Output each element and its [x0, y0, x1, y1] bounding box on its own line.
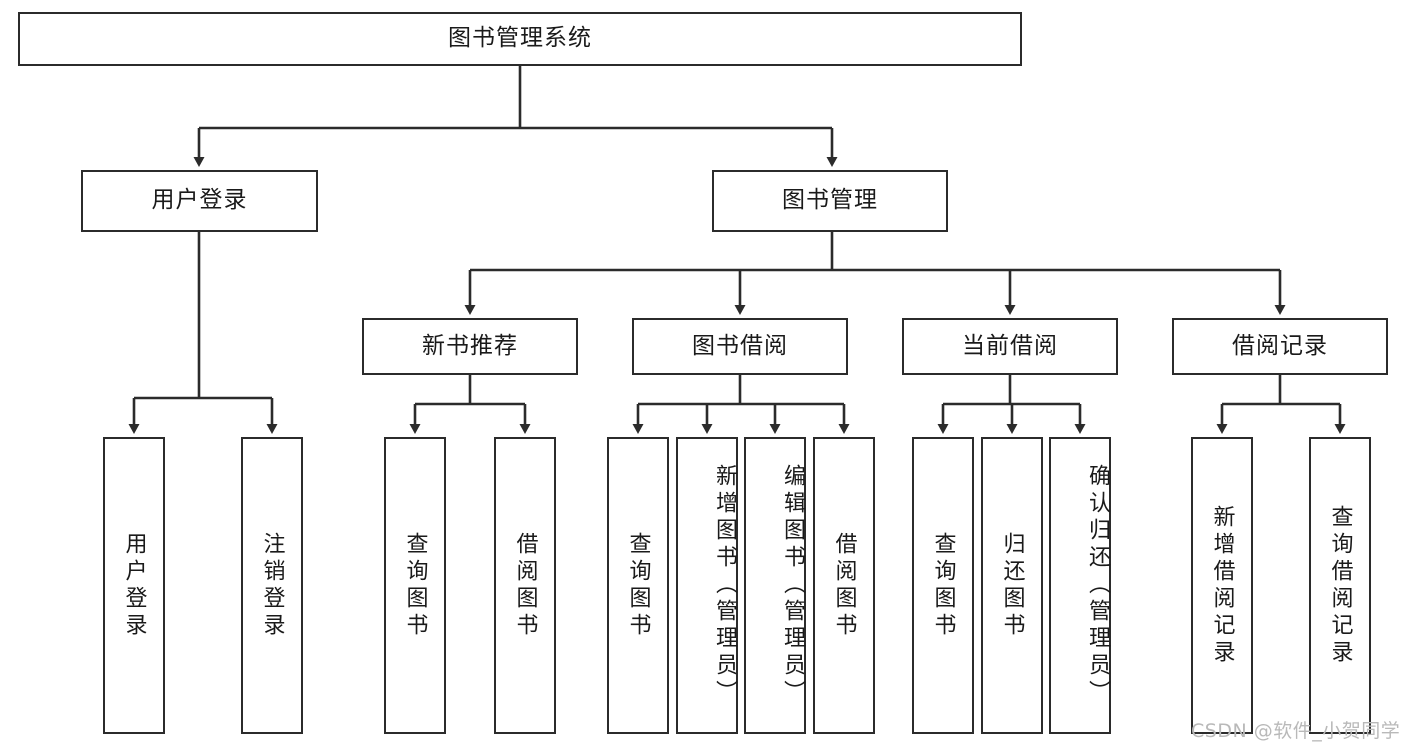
node-label: 查询借阅记录	[1327, 504, 1353, 667]
node-label: 归还图书	[999, 531, 1025, 640]
node-label: 用户登录	[151, 187, 248, 214]
node-borrowing-records[interactable]: 借阅记录	[1172, 318, 1388, 375]
node-label: 查询图书	[625, 531, 651, 640]
leaf-borrow-record-add-record[interactable]: 新增借阅记录	[1191, 437, 1253, 734]
leaf-user-login-login[interactable]: 用户登录	[103, 437, 165, 734]
leaf-current-borrow-query-books[interactable]: 查询图书	[912, 437, 974, 734]
node-label: 借阅图书	[512, 531, 538, 640]
node-root-book-management-system[interactable]: 图书管理系统	[18, 12, 1022, 66]
leaf-current-borrow-confirm-return-admin[interactable]: 确认归还（管理员）	[1049, 437, 1111, 734]
node-label: 确认归还（管理员）	[1085, 464, 1110, 707]
node-label: 图书管理系统	[448, 25, 592, 52]
node-label: 借阅记录	[1232, 332, 1328, 359]
node-label: 借阅图书	[831, 531, 857, 640]
watermark-text: CSDN @软件_小贺同学	[1191, 720, 1401, 742]
node-label: 当前借阅	[962, 332, 1058, 359]
node-label: 查询图书	[402, 531, 428, 640]
node-label: 用户登录	[121, 531, 147, 640]
node-label: 编辑图书（管理员）	[780, 464, 805, 707]
leaf-borrow-record-query-record[interactable]: 查询借阅记录	[1309, 437, 1371, 734]
node-label: 新书推荐	[422, 332, 518, 359]
leaf-book-borrow-add-book-admin[interactable]: 新增图书（管理员）	[676, 437, 738, 734]
node-label: 新增图书（管理员）	[712, 464, 737, 707]
node-book-management[interactable]: 图书管理	[712, 170, 948, 232]
leaf-new-book-borrow-books[interactable]: 借阅图书	[494, 437, 556, 734]
node-new-book-recommendation[interactable]: 新书推荐	[362, 318, 578, 375]
leaf-book-borrow-edit-book-admin[interactable]: 编辑图书（管理员）	[744, 437, 806, 734]
node-label: 图书管理	[782, 187, 878, 214]
node-current-borrowing[interactable]: 当前借阅	[902, 318, 1118, 375]
node-user-login[interactable]: 用户登录	[81, 170, 318, 232]
node-label: 图书借阅	[692, 332, 788, 359]
node-label: 注销登录	[259, 531, 285, 640]
node-label: 查询图书	[930, 531, 956, 640]
leaf-current-borrow-return-books[interactable]: 归还图书	[981, 437, 1043, 734]
leaf-book-borrow-borrow-books[interactable]: 借阅图书	[813, 437, 875, 734]
node-book-borrowing[interactable]: 图书借阅	[632, 318, 848, 375]
leaf-book-borrow-query-books[interactable]: 查询图书	[607, 437, 669, 734]
node-label: 新增借阅记录	[1209, 504, 1235, 667]
leaf-new-book-query-books[interactable]: 查询图书	[384, 437, 446, 734]
leaf-user-login-logout[interactable]: 注销登录	[241, 437, 303, 734]
